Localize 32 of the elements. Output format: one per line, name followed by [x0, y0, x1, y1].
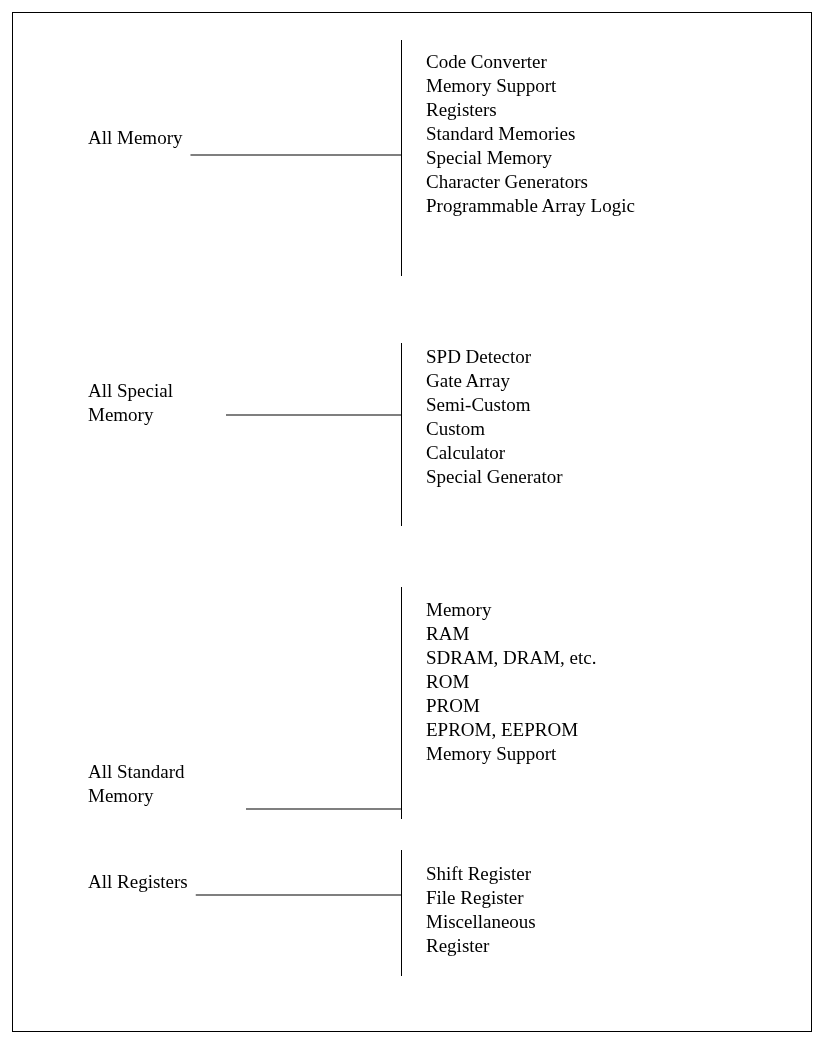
- list-item: File Register: [426, 886, 524, 910]
- list-item: RAM: [426, 622, 470, 646]
- list-item: Memory: [426, 598, 492, 622]
- list-item: Registers: [426, 98, 497, 122]
- connector-line: [225, 414, 402, 416]
- list-item: ROM: [426, 670, 470, 694]
- connector-line: [189, 154, 402, 156]
- connector-line: [195, 894, 402, 896]
- list-item: Programmable Array Logic: [426, 194, 635, 218]
- list-item: EPROM, EEPROM: [426, 718, 579, 742]
- list-item: PROM: [426, 694, 480, 718]
- list-item: Shift Register: [426, 862, 532, 886]
- list-item: Standard Memories: [426, 122, 576, 146]
- list-item: SDRAM, DRAM, etc.: [426, 646, 597, 670]
- list-item: Miscellaneous: [426, 910, 536, 934]
- list-item: Memory Support: [426, 74, 557, 98]
- category-label: All Standard Memory: [88, 760, 238, 808]
- connector-line: [245, 808, 402, 810]
- list-item: Special Generator: [426, 465, 563, 489]
- list-item: Register: [426, 934, 490, 958]
- category-label: All Registers: [88, 870, 188, 894]
- list-item: Calculator: [426, 441, 506, 465]
- list-item: Custom: [426, 417, 486, 441]
- category-label: All Memory: [88, 126, 183, 150]
- list-item: Special Memory: [426, 146, 553, 170]
- category-label: All Special Memory: [88, 379, 218, 427]
- list-item: Semi-Custom: [426, 393, 531, 417]
- list-item: Memory Support: [426, 742, 557, 766]
- list-item: Character Generators: [426, 170, 588, 194]
- list-item: SPD Detector: [426, 345, 531, 369]
- list-item: Gate Array: [426, 369, 510, 393]
- list-item: Code Converter: [426, 50, 547, 74]
